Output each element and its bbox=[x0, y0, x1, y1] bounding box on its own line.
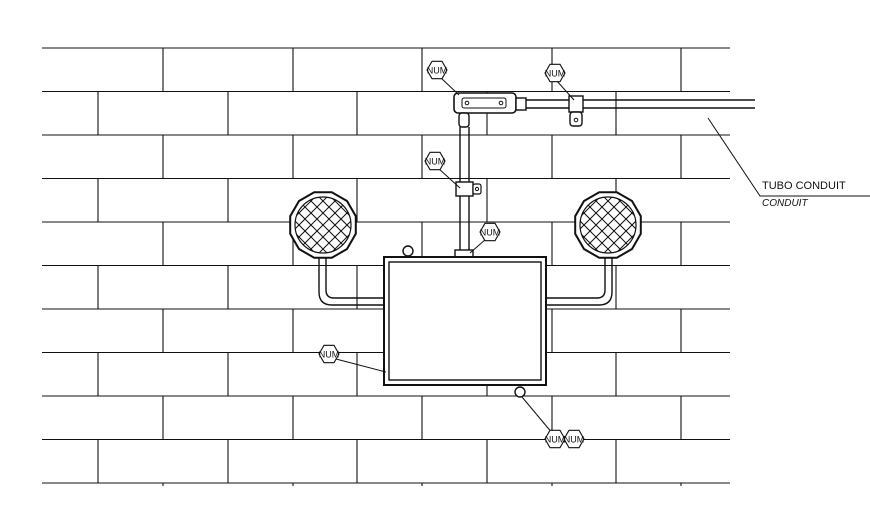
hexagon-tag-icon bbox=[544, 429, 566, 449]
tag-text: NUM bbox=[319, 350, 340, 360]
hexagon-tag-icon bbox=[426, 60, 448, 80]
tag-text: NUM bbox=[545, 69, 566, 79]
leader-tag-4 bbox=[469, 238, 487, 254]
conduit-vertical bbox=[454, 127, 482, 259]
tag-text: NUM bbox=[427, 66, 448, 76]
leader-conduit-label bbox=[707, 117, 870, 197]
arm-left-inner bbox=[325, 256, 384, 299]
hatch-line bbox=[306, 197, 351, 253]
lamp-head-right bbox=[574, 191, 642, 259]
lamp-arm-right bbox=[546, 256, 613, 306]
drop-strap-ear bbox=[472, 183, 482, 195]
hexagon-tag-icon bbox=[318, 344, 340, 364]
box-inner bbox=[388, 261, 542, 381]
hatch-line bbox=[295, 197, 340, 253]
leader-lines bbox=[335, 76, 870, 435]
lamp-head-left bbox=[289, 191, 357, 259]
arm-left-outer bbox=[318, 256, 384, 306]
hexagon-tag-icon bbox=[479, 222, 501, 242]
hexagon-tag-icon bbox=[544, 63, 566, 83]
hexagon-tag-icon bbox=[424, 151, 446, 171]
tag-num: NUM bbox=[563, 429, 585, 449]
tag-text: NUM bbox=[480, 228, 501, 238]
box-outer bbox=[383, 256, 547, 386]
tag-num: NUM bbox=[318, 344, 340, 364]
tag-text: NUM bbox=[425, 157, 446, 167]
tag-num: NUM bbox=[426, 60, 448, 80]
fitting-screw-right bbox=[498, 100, 504, 106]
tag-num: NUM bbox=[544, 63, 566, 83]
tag-num: NUM bbox=[424, 151, 446, 171]
conduit-label: TUBO CONDUIT CONDUIT bbox=[762, 180, 846, 209]
conduit-label-sub: CONDUIT bbox=[762, 198, 808, 209]
arm-right-outer bbox=[546, 256, 613, 306]
lamp-arm-left bbox=[318, 256, 384, 306]
junction-box-fitting bbox=[453, 92, 517, 114]
conduit-horizontal bbox=[453, 92, 755, 128]
hexagon-tag-icon bbox=[563, 429, 585, 449]
leader-tag-3 bbox=[437, 167, 461, 189]
conduit-strap bbox=[568, 95, 584, 113]
tag-num: NUM bbox=[544, 429, 566, 449]
tag-text: NUM bbox=[545, 435, 566, 445]
hatch-line bbox=[580, 197, 625, 253]
hatch-line bbox=[591, 197, 636, 253]
lamp-lens bbox=[579, 196, 637, 254]
leader-tag-2 bbox=[555, 79, 575, 101]
emergency-light-box bbox=[383, 245, 547, 398]
strap-anchor bbox=[569, 111, 583, 127]
strap-screw bbox=[573, 117, 579, 123]
fitting-cover bbox=[461, 97, 507, 109]
arm-right-inner bbox=[546, 256, 606, 299]
leader-tag-1 bbox=[439, 76, 460, 96]
drop-strap-screw bbox=[474, 186, 480, 192]
conduit-label-main: TUBO CONDUIT bbox=[762, 180, 846, 192]
leader-tag-6 bbox=[521, 396, 554, 435]
tag-text: NUM bbox=[564, 435, 585, 445]
lamp-lens bbox=[294, 196, 352, 254]
box-mount-tab-bottom bbox=[514, 386, 526, 398]
fitting-screw-left bbox=[464, 100, 470, 106]
fitting-hub bbox=[458, 112, 470, 128]
leader-tag-5 bbox=[335, 358, 387, 373]
conduit-coupling bbox=[515, 97, 527, 111]
drop-strap bbox=[455, 181, 474, 197]
tag-num: NUM bbox=[479, 222, 501, 242]
box-mount-tab-top bbox=[402, 245, 414, 257]
